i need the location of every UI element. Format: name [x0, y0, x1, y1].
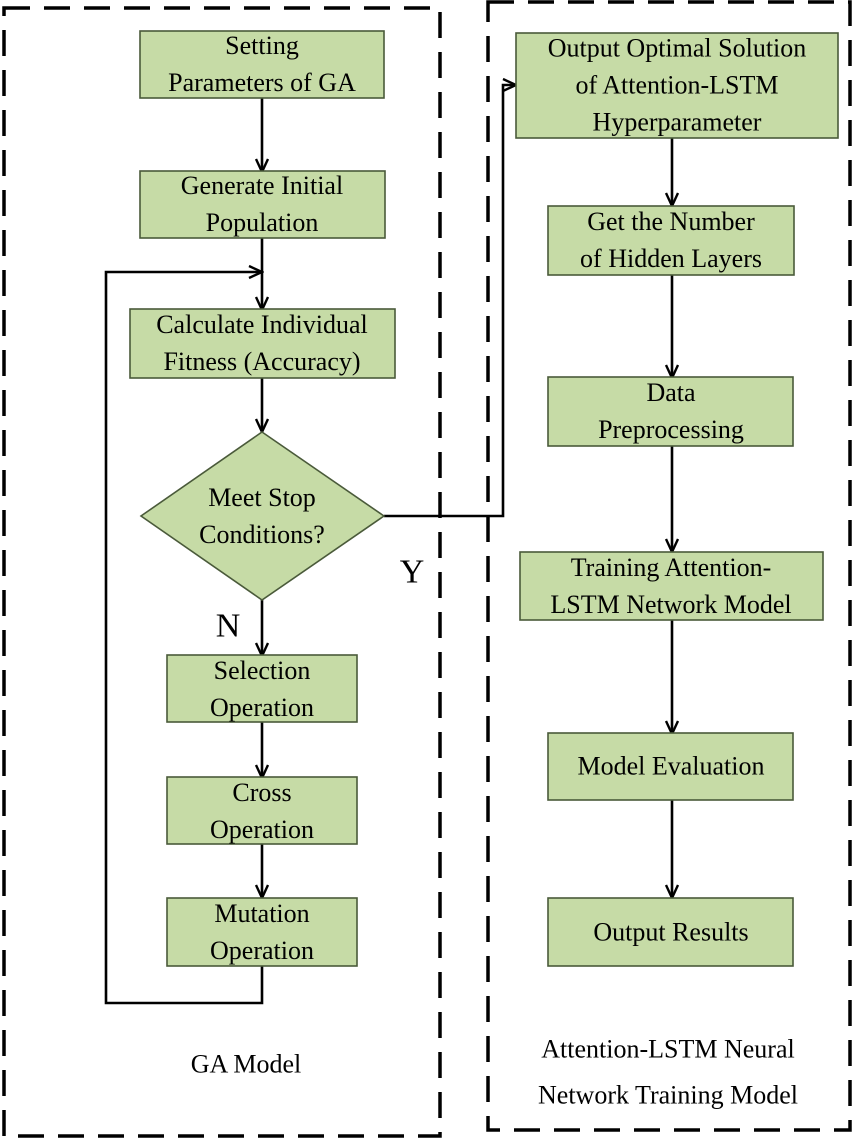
cross-operation-label: Cross: [232, 778, 291, 807]
lstm-model-title: Attention-LSTM Neural: [541, 1035, 794, 1064]
training-model-label: Training Attention-: [571, 553, 772, 582]
edge-mutation-loop: [104, 272, 262, 1005]
output-results-label: Output Results: [593, 918, 748, 947]
data-preprocessing-label: Preprocessing: [598, 415, 744, 444]
training-model-box: [519, 551, 824, 621]
generate-population-box: [139, 170, 386, 239]
setting-parameters-label: Setting: [225, 31, 299, 60]
edge-stop-optimal: [384, 85, 516, 518]
calculate-fitness-label: Fitness (Accuracy): [163, 347, 360, 376]
model-evaluation-box: [547, 732, 794, 801]
optimal-solution-box: [515, 32, 839, 139]
ga-model-title: GA Model: [191, 1050, 302, 1079]
lstm-model-region: [486, 0, 852, 1132]
stop-conditions-label: Meet Stop: [208, 483, 316, 512]
generate-population-label: Population: [206, 208, 319, 237]
calculate-fitness-box: [129, 308, 396, 379]
hidden-layers-label: Get the Number: [587, 207, 755, 236]
calculate-fitness-label: Calculate Individual: [156, 310, 368, 339]
mutation-operation-label: Mutation: [214, 899, 309, 928]
optimal-solution-label: Output Optimal Solution: [548, 34, 807, 63]
optimal-solution-label: of Attention-LSTM: [576, 71, 779, 100]
edge-label-yes: Y: [400, 554, 425, 591]
generate-population-label: Generate Initial: [181, 171, 343, 200]
model-evaluation-label: Model Evaluation: [577, 752, 764, 781]
mutation-operation-box: [166, 897, 358, 967]
output-results-box: [547, 897, 794, 967]
setting-parameters-label: Parameters of GA: [168, 68, 356, 97]
optimal-solution-label: Hyperparameter: [593, 108, 762, 137]
selection-operation-label: Operation: [210, 693, 314, 722]
selection-operation-label: Selection: [214, 656, 311, 685]
edge-label-no: N: [216, 608, 241, 645]
data-preprocessing-label: Data: [646, 378, 696, 407]
stop-conditions-label: Conditions?: [199, 520, 325, 549]
edges: [104, 85, 672, 1005]
node-shapes: [129, 30, 839, 967]
mutation-operation-label: Operation: [210, 936, 314, 965]
hidden-layers-box: [547, 205, 795, 276]
stop-conditions-diamond: [139, 431, 386, 601]
hidden-layers-label: of Hidden Layers: [580, 244, 762, 273]
ga-model-region: [2, 6, 442, 1138]
setting-parameters-box: [139, 30, 385, 99]
training-model-label: LSTM Network Model: [550, 590, 791, 619]
data-preprocessing-box: [547, 376, 794, 447]
cross-operation-label: Operation: [210, 815, 314, 844]
selection-operation-box: [166, 654, 358, 723]
cross-operation-box: [166, 776, 358, 845]
lstm-model-title: Network Training Model: [538, 1081, 798, 1110]
